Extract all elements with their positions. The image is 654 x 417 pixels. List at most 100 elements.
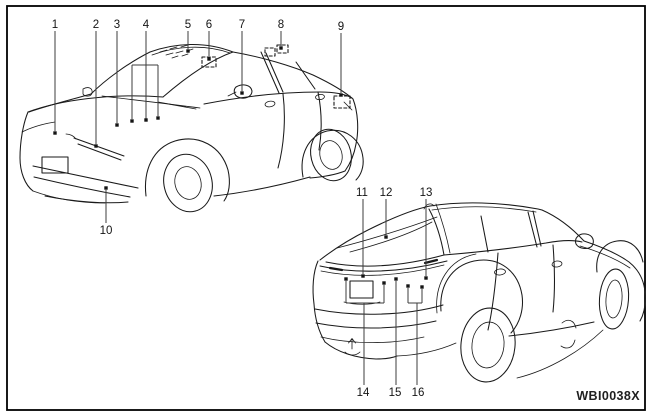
rear-bumper-line [309, 170, 346, 179]
callout-3-point [115, 123, 119, 127]
callout-16-label: 16 [412, 387, 425, 399]
a-pillar [162, 51, 234, 98]
rear-wheel-arch [440, 259, 523, 334]
grille-line [21, 121, 56, 133]
tailgate-profile [312, 260, 326, 343]
rear-glass-reflection [349, 221, 433, 253]
rocker-line [508, 321, 595, 337]
beltline [443, 240, 583, 256]
front-door-handle [551, 260, 563, 268]
callout-1-point [53, 131, 57, 135]
side-mirror-stalk [227, 91, 237, 97]
front-wheel-arch [596, 240, 644, 273]
a-pillar [541, 209, 585, 242]
b-pillar [527, 210, 542, 248]
rear-door-seam [317, 91, 322, 151]
callout-5-label: 5 [185, 19, 191, 31]
bumper-crease-2 [315, 320, 437, 329]
sensor-marker-roof-front-hatch [159, 44, 194, 59]
callout-11-label: 11 [356, 187, 368, 199]
rear-tire [310, 128, 352, 182]
front-license-plate [41, 156, 69, 174]
callout-8-label: 8 [278, 19, 284, 31]
callout-13-point [424, 276, 428, 280]
sensor-marker-roof-rail-1 [264, 47, 276, 57]
rear-window-base [325, 254, 445, 267]
callout-6-label: 6 [206, 19, 212, 31]
side-mirror [575, 233, 594, 249]
tail-lamp-segments [328, 258, 439, 272]
callout-2-label: 2 [93, 19, 99, 31]
callout-16-point [406, 284, 410, 288]
cowl-line [101, 95, 201, 109]
front-vehicle-illustration [19, 43, 364, 213]
b-pillar [260, 51, 284, 94]
antenna-fin [423, 203, 435, 210]
front-wheel-rim [605, 279, 623, 319]
front-wheel-arch [144, 138, 230, 202]
roof-line [429, 202, 543, 211]
rocker-line [213, 176, 311, 197]
callout-10-point [104, 186, 108, 190]
nose-profile [583, 240, 646, 322]
front-wheel-rim [174, 166, 202, 200]
rear-license-plate [349, 280, 374, 299]
bumper-crease-lower [33, 176, 131, 198]
door-window-divider [480, 215, 489, 253]
callout-4-label: 4 [143, 19, 150, 31]
c-pillar [295, 61, 316, 90]
callout-2-point [94, 144, 98, 148]
callout-5-point [186, 49, 190, 53]
rear-wheel-rim [471, 321, 505, 369]
front-door-handle [264, 100, 276, 108]
rear-vehicle-illustration [312, 202, 646, 383]
rear-wheel-arch [301, 129, 364, 181]
figure-code: WBI0038X [576, 389, 640, 403]
callout-9-point [339, 93, 343, 97]
backlight-slope [319, 205, 431, 261]
roof-rail [431, 206, 537, 213]
callout-10-label: 10 [100, 225, 113, 237]
callout-15-label: 15 [389, 387, 402, 399]
callout-14-point [382, 281, 386, 285]
callout-1-label: 1 [52, 19, 58, 31]
callout-4-point [130, 119, 134, 123]
front-door-seam [552, 244, 556, 313]
callout-3-label: 3 [114, 19, 120, 31]
underbody-rear [516, 329, 604, 379]
tail-profile [344, 98, 359, 172]
far-a-pillar [90, 51, 151, 95]
tow-hook-arrow [344, 338, 361, 356]
c-pillar-inner [435, 203, 451, 254]
beltline [203, 91, 353, 105]
front-door-seam [277, 93, 285, 169]
underbody-front [396, 342, 457, 357]
front-tire [598, 268, 630, 330]
sensor-marker-roof-center [201, 56, 217, 68]
bumper-chin [32, 190, 106, 204]
bumper-crease-upper [32, 165, 139, 189]
callout-11-point [361, 274, 365, 278]
callout-13-label: 13 [420, 187, 433, 199]
callout-16-point [420, 285, 424, 289]
callout-7-label: 7 [239, 19, 245, 31]
callout-12-point [384, 235, 388, 239]
callout-7-point [240, 91, 244, 95]
rear-door-handle [315, 93, 325, 101]
rear-fender-flare [436, 253, 477, 314]
rear-door-seam [487, 252, 499, 331]
diagram-border [6, 5, 646, 411]
headlight-tip [65, 133, 77, 140]
rear-door-handle [494, 268, 506, 276]
rear-bumper-bottom [324, 341, 398, 360]
light-bar-lower [320, 264, 445, 276]
callout-9-label: 9 [338, 21, 344, 33]
bumper-lower [320, 336, 425, 344]
callout-14-label: 14 [357, 387, 370, 399]
rear-glass-right-edge [428, 208, 445, 256]
headlight [73, 137, 125, 161]
sensor-marker-roof-rail-2 [276, 44, 289, 54]
